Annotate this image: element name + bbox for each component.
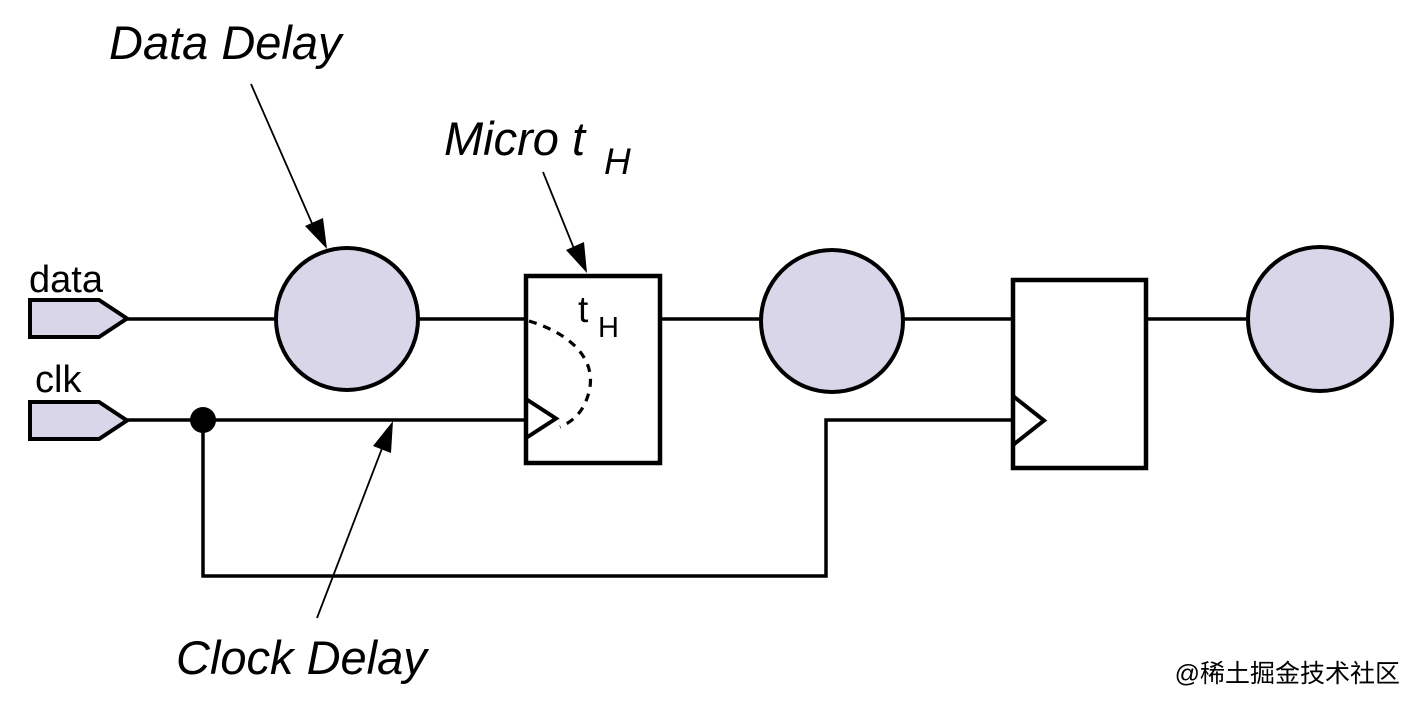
flipflop1-hold-window-dashed-curve: [528, 319, 592, 429]
flipflop1-hold-time-subscript: H: [598, 312, 619, 344]
micro-th-arrowhead-icon: [566, 242, 587, 273]
flipflop1-box: [523, 273, 663, 466]
micro-th-annotation-label: Micro t: [444, 112, 587, 165]
interconnect-delay-node: [759, 248, 905, 394]
micro-th-annotation-group: Micro t H: [444, 112, 631, 273]
clock-delay-annotation-group: Clock Delay: [176, 421, 429, 684]
data-input-port-symbol: [28, 298, 131, 339]
clock-delay-arrowhead-icon: [373, 421, 393, 453]
flipflop2-clock-triangle-icon: [1011, 394, 1048, 447]
data-delay-arrow-line: [250, 83, 319, 238]
flipflop2-box: [1010, 277, 1149, 471]
micro-th-arrow-line: [542, 171, 578, 257]
clock-delay-arrow-line: [316, 437, 387, 619]
clk-input-port-symbol: [28, 400, 131, 441]
data-delay-arrowhead-icon: [305, 218, 327, 249]
output-delay-node: [1246, 245, 1394, 393]
data-delay-annotation-label: Data Delay: [109, 16, 344, 69]
flipflop1-clock-triangle-icon: [524, 397, 560, 440]
data-port-label: data: [29, 259, 104, 301]
micro-th-annotation-subscript: H: [604, 141, 631, 182]
clock-feedback-wire: [201, 418, 1013, 578]
flipflop1-hold-time-label: t: [578, 289, 589, 330]
clk-port-label: clk: [35, 359, 82, 401]
data-delay-node: [274, 246, 420, 392]
clock-delay-annotation-label: Clock Delay: [176, 631, 429, 684]
watermark-text: @稀土掘金技术社区: [1175, 660, 1400, 688]
data-delay-annotation-group: Data Delay: [109, 16, 344, 249]
clk-junction-dot: [190, 407, 216, 433]
